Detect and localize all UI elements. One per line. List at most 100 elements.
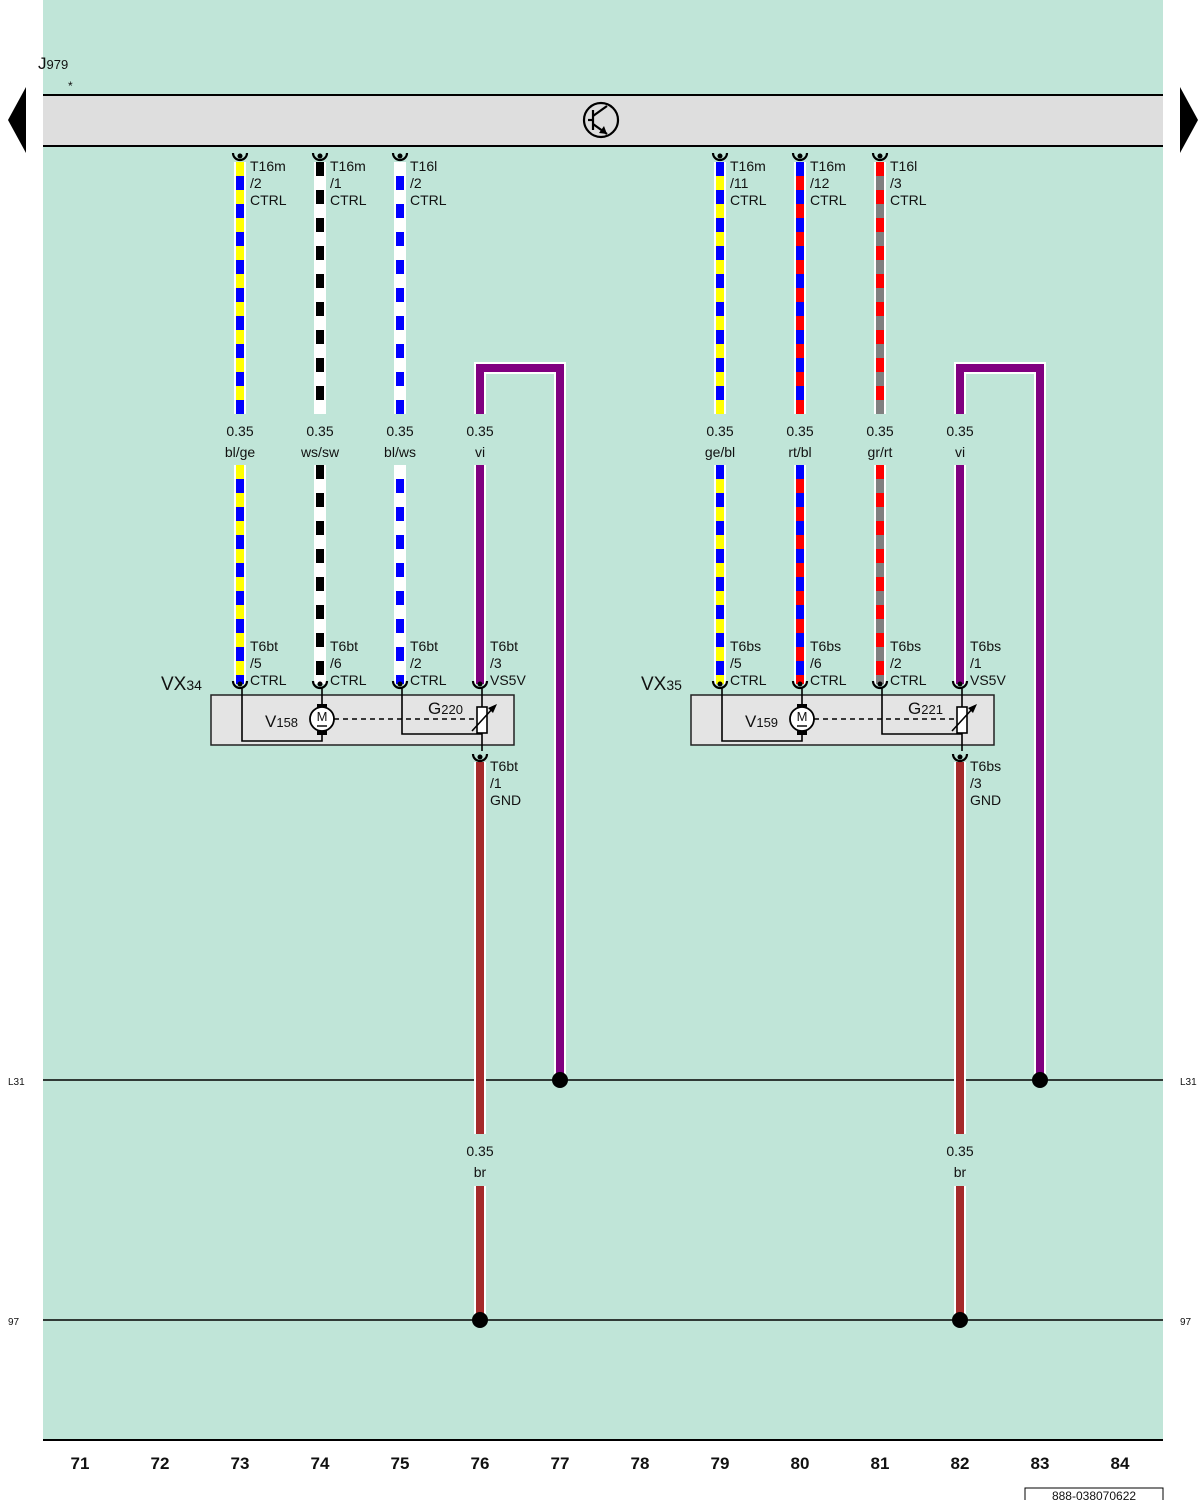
column-number: 72 [151, 1454, 170, 1473]
connector-pin [711, 152, 729, 162]
wire-color-label: vi [955, 444, 965, 460]
column-number: 84 [1111, 1454, 1130, 1473]
wire-size-label: 0.35 [706, 423, 733, 439]
component-box [210, 694, 515, 746]
pin-label: T16l [410, 158, 437, 174]
junction-dot [952, 1312, 968, 1328]
motor-feed-line [241, 687, 323, 742]
component-label: VX35 [641, 674, 682, 695]
connector-pin [311, 680, 329, 690]
connector-pin [471, 680, 489, 690]
pin-label: T16l [890, 158, 917, 174]
sensor-feed-line [401, 687, 482, 735]
component-box [690, 694, 995, 746]
connector-pin-dot [237, 153, 243, 159]
connector-pin-dot [397, 681, 403, 687]
pin-label: GND [490, 792, 521, 808]
internal-circuit: M [721, 687, 977, 751]
connector-pin-dot [717, 153, 723, 159]
potentiometer-arrow [951, 706, 975, 732]
control-unit-label: J979 [38, 54, 68, 73]
rail-label-right: 97 [1180, 1317, 1192, 1328]
wire-color-label: rt/bl [788, 444, 811, 460]
pin-label: /1 [490, 775, 502, 791]
pin-label: T6bt [490, 758, 518, 774]
rail-label-right: L31 [1180, 1077, 1197, 1088]
doc-id: 888-038070622 [1052, 1489, 1136, 1500]
connector-pin-dot [797, 681, 803, 687]
wire-size-label: 0.35 [946, 423, 973, 439]
column-number: 76 [471, 1454, 490, 1473]
pin-label: /11 [730, 175, 749, 191]
pin-label: VS5V [970, 672, 1006, 688]
wire-76-upper [476, 364, 564, 1080]
pin-label: CTRL [330, 672, 367, 688]
connector-pin [231, 152, 249, 162]
pin-label: T6bt [410, 638, 438, 654]
connector-pin-dot [317, 681, 323, 687]
pin-label: /1 [970, 655, 982, 671]
pin-label: CTRL [250, 192, 287, 208]
connector-pin [391, 152, 409, 162]
connector-pin [391, 680, 409, 690]
control-unit-marker: * [68, 79, 73, 93]
pin-label: /2 [410, 655, 422, 671]
connector-pin-dot [717, 681, 723, 687]
pin-label: CTRL [250, 672, 287, 688]
pin-label: CTRL [810, 672, 847, 688]
column-number: 81 [871, 1454, 890, 1473]
arrow-left-icon [8, 87, 26, 153]
wire-color-label: bl/ws [384, 444, 416, 460]
pin-label: /3 [490, 655, 502, 671]
connector-pin-dot [477, 754, 483, 760]
motor-symbol: M [317, 709, 328, 724]
pin-label: /2 [410, 175, 422, 191]
potentiometer-arrowhead [488, 704, 497, 713]
wire-color-label: br [954, 1164, 967, 1180]
pin-label: CTRL [330, 192, 367, 208]
pin-label: T6bs [730, 638, 761, 654]
column-number: 75 [391, 1454, 410, 1473]
pin-label: T16m [330, 158, 366, 174]
pin-label: T6bt [250, 638, 278, 654]
sensor-feed-line [881, 687, 962, 735]
pin-label: /6 [810, 655, 822, 671]
pin-label: CTRL [810, 192, 847, 208]
motor-feed-line [721, 687, 803, 742]
pin-label: CTRL [730, 192, 767, 208]
connector-pin [791, 152, 809, 162]
motor-symbol: M [797, 709, 808, 724]
pin-label: T6bs [810, 638, 841, 654]
internal-circuit: M [241, 687, 497, 751]
wire-color-label: ge/bl [705, 444, 735, 460]
pin-label: T16m [810, 158, 846, 174]
connector-pin-dot [797, 153, 803, 159]
column-number: 77 [551, 1454, 570, 1473]
pin-label: /3 [890, 175, 902, 191]
connector-pin [791, 680, 809, 690]
sensor-label: G220 [428, 699, 463, 718]
junction-dot [472, 1312, 488, 1328]
connector-pin-dot [397, 153, 403, 159]
pin-label: /12 [810, 175, 830, 191]
potentiometer-arrow [471, 706, 495, 732]
pin-label: T16m [250, 158, 286, 174]
wire-color-label: vi [475, 444, 485, 460]
connector-pin-dot [877, 153, 883, 159]
pin-label: /5 [250, 655, 262, 671]
junction-dot [1032, 1072, 1048, 1088]
column-number: 73 [231, 1454, 250, 1473]
motor-label: V159 [745, 712, 778, 731]
arrow-right-icon [1180, 87, 1198, 153]
pin-label: T16m [730, 158, 766, 174]
column-number: 78 [631, 1454, 650, 1473]
motor-label: V158 [265, 712, 298, 731]
connector-pin [231, 680, 249, 690]
wire-size-label: 0.35 [386, 423, 413, 439]
transistor-icon-collector [592, 105, 608, 117]
column-number: 83 [1031, 1454, 1050, 1473]
potentiometer-arrowhead [968, 704, 977, 713]
transistor-icon [582, 101, 620, 139]
junction-dot [552, 1072, 568, 1088]
